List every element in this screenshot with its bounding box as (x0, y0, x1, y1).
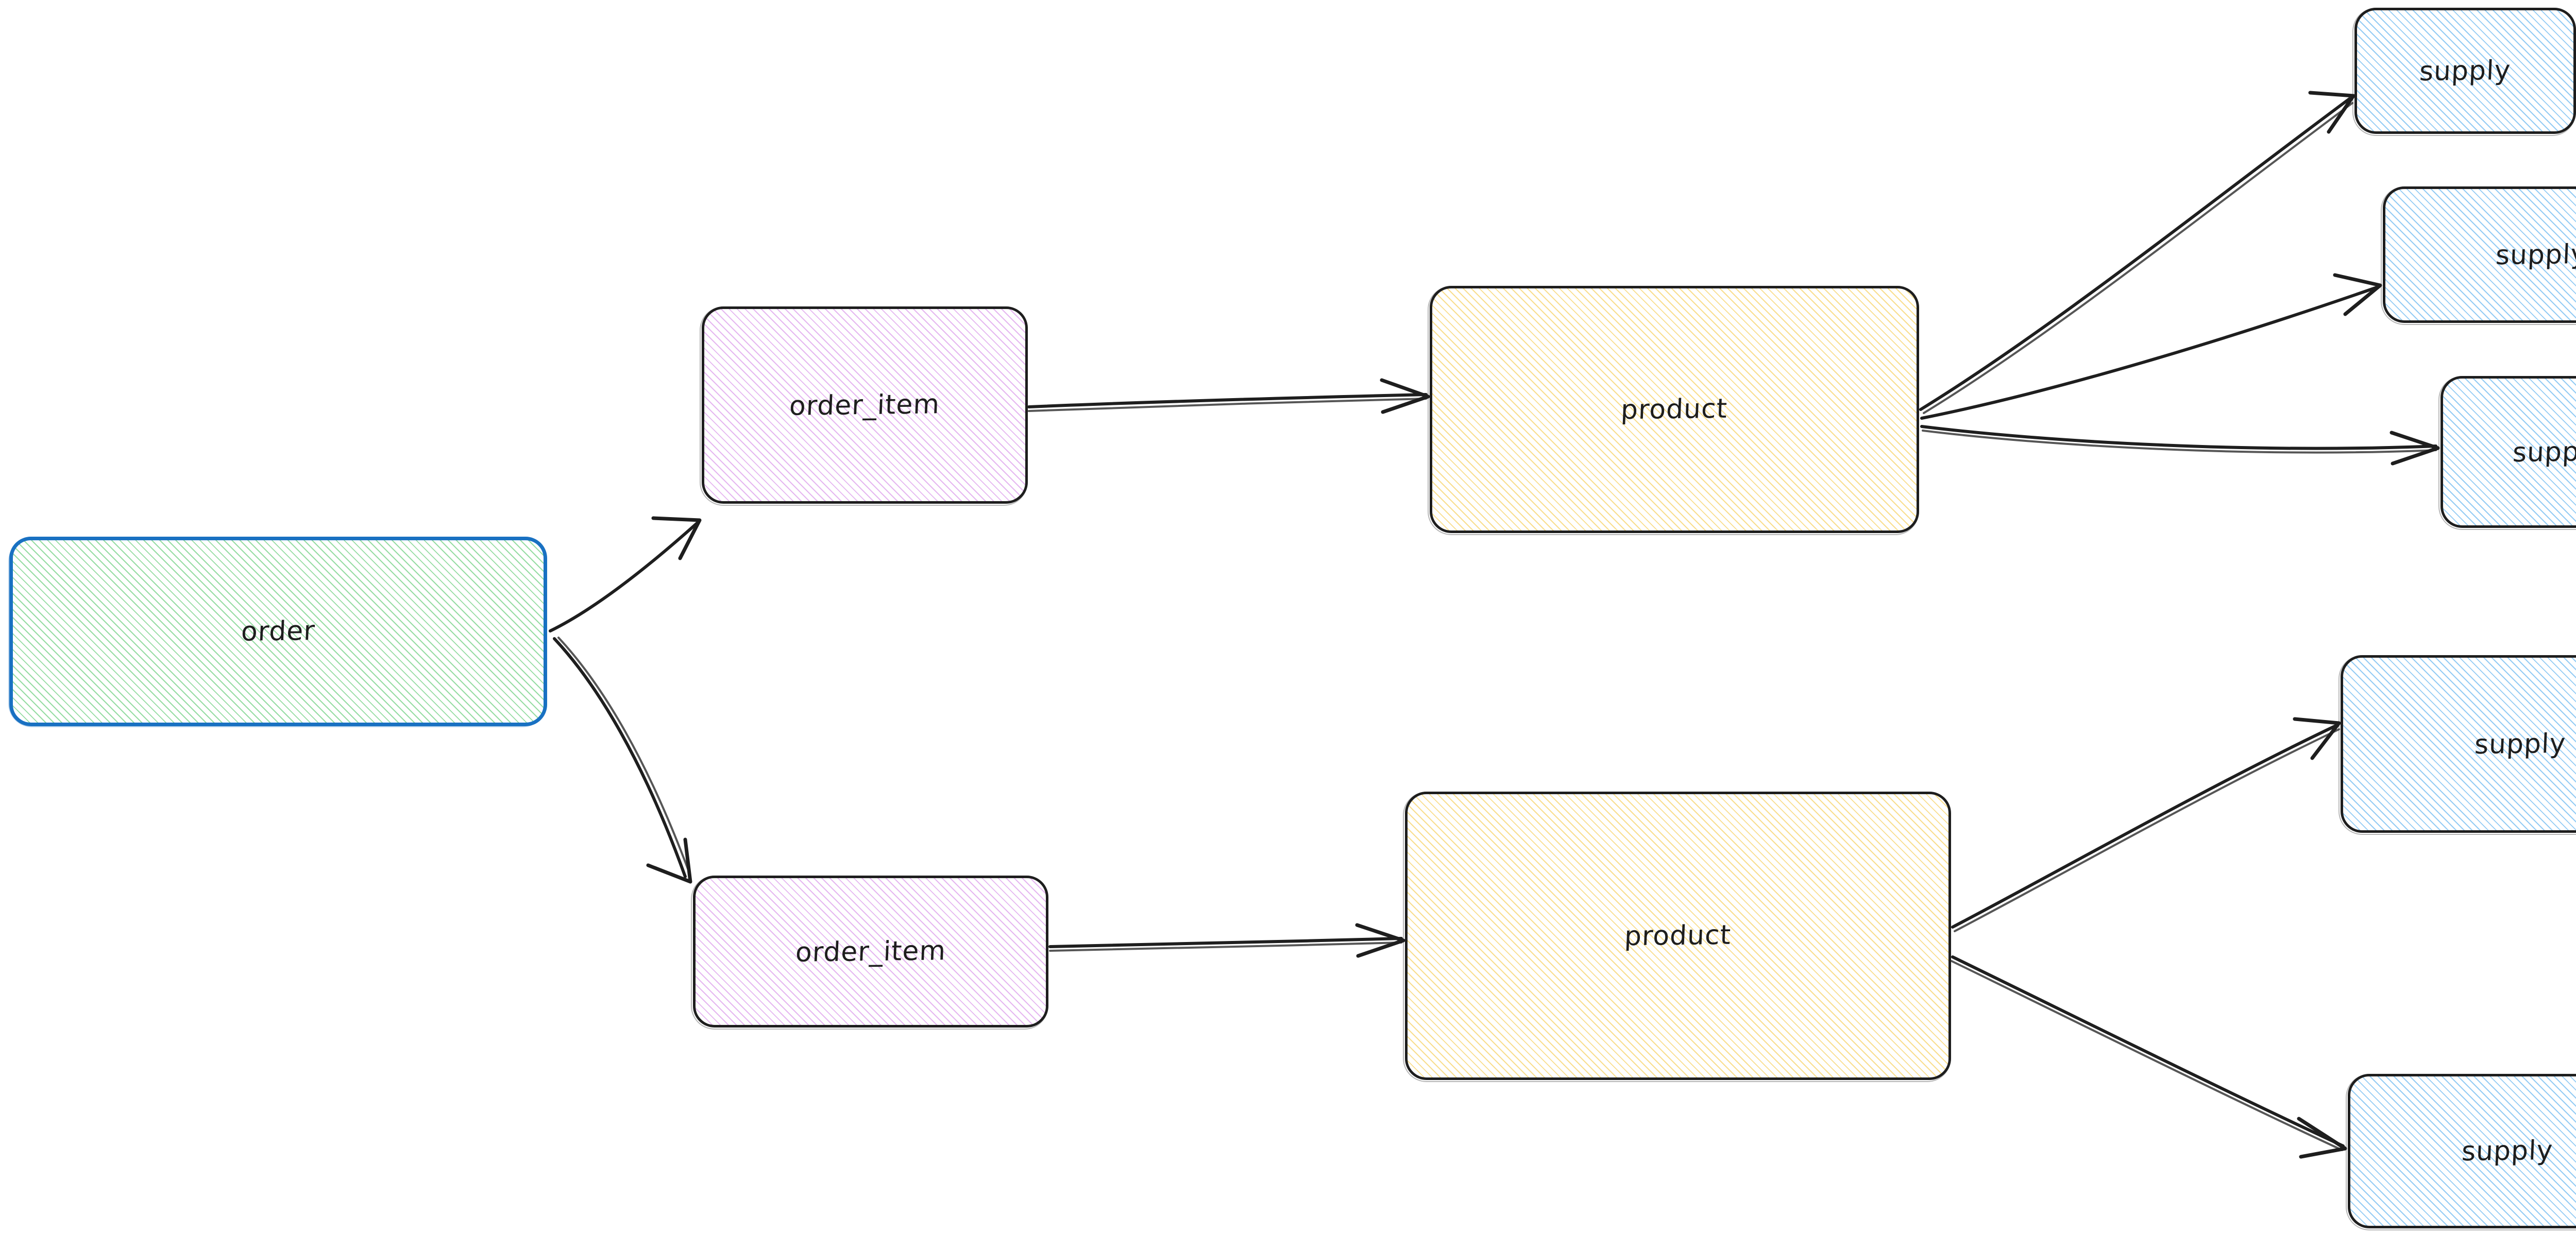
edge-order-item-2-to-product-2 (1048, 923, 1405, 958)
edge-product-1-to-supply-1 (1919, 91, 2355, 414)
node-supply-4[interactable]: supply (2338, 655, 2576, 835)
node-label-supply-1: supply (2419, 55, 2512, 87)
node-label-order-item-1: order_item (789, 388, 941, 422)
node-supply-1[interactable]: supply (2352, 8, 2576, 136)
node-product-2[interactable]: product (1403, 792, 1951, 1082)
node-order[interactable]: order (8, 537, 547, 727)
node-order-item-1[interactable]: order_item (700, 306, 1028, 506)
node-label-order-item-2: order_item (794, 935, 947, 968)
node-product-1[interactable]: product (1428, 286, 1919, 535)
edge-order-to-order-item-1 (549, 516, 702, 632)
node-label-supply-5: supply (2461, 1135, 2554, 1168)
edge-product-1-to-supply-2 (1920, 273, 2382, 420)
edge-order-to-order-item-2 (553, 637, 692, 884)
node-supply-2[interactable]: supply (2381, 186, 2576, 325)
node-label-supply-2: supply (2495, 238, 2576, 271)
node-label-supply-4: supply (2473, 728, 2567, 760)
node-label-product-1: product (1620, 393, 1728, 426)
edge-product-2-to-supply-4 (1951, 717, 2341, 932)
edge-order-item-1-to-product-1 (1027, 378, 1430, 414)
edge-product-2-to-supply-5 (1951, 955, 2347, 1159)
node-label-product-2: product (1624, 919, 1732, 952)
node-supply-5[interactable]: supply (2346, 1074, 2576, 1230)
edge-product-1-to-supply-3 (1920, 425, 2440, 466)
node-label-supply-3: supply (2512, 436, 2576, 468)
node-label-order: order (240, 615, 316, 647)
node-order-item-2[interactable]: order_item (691, 876, 1048, 1030)
node-supply-3[interactable]: supply (2438, 376, 2576, 530)
